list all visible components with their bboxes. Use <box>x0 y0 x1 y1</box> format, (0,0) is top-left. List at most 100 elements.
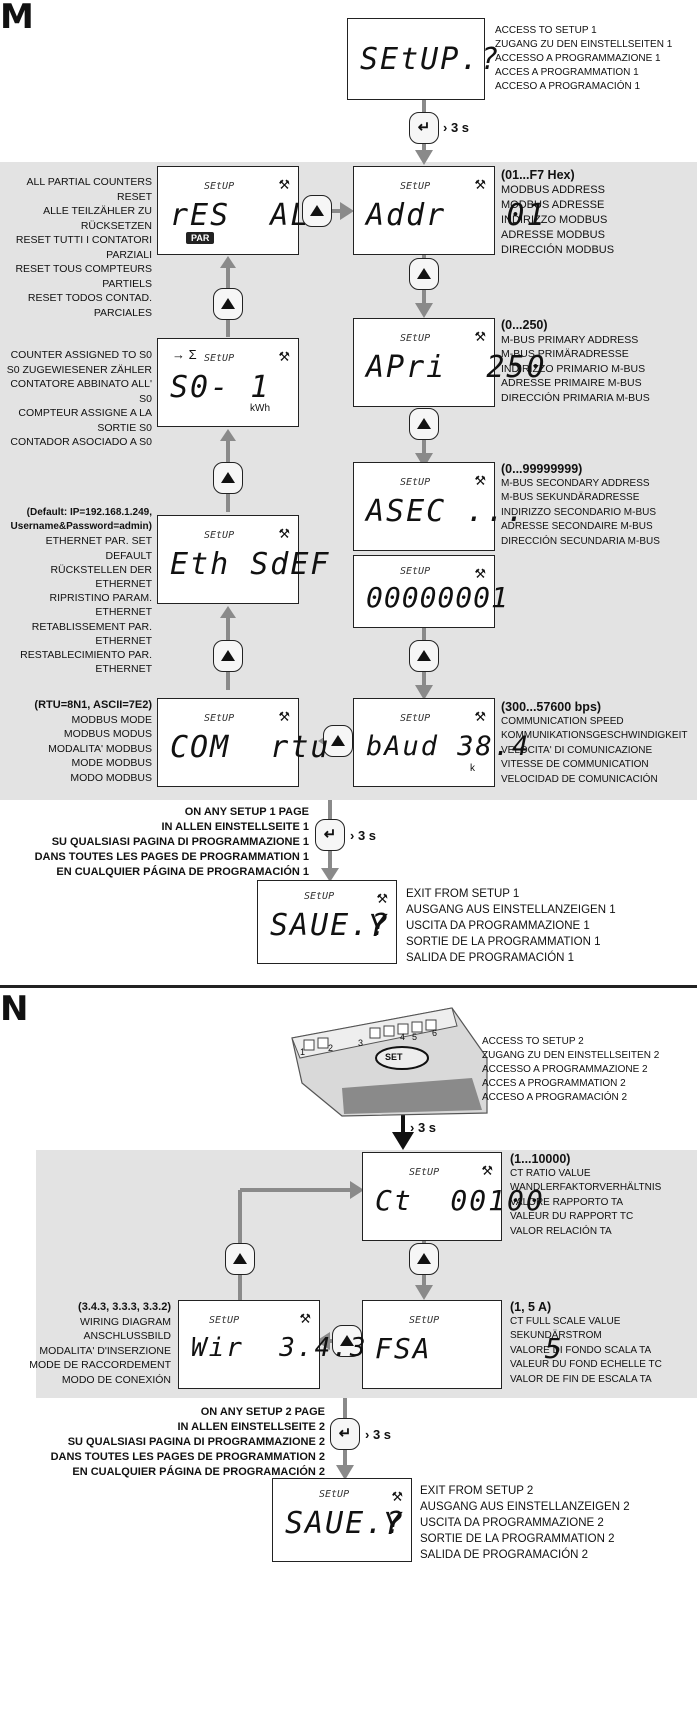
wrench-screwdriver-icon: ⚒ <box>376 891 388 906</box>
up-button[interactable] <box>409 640 439 672</box>
lcd-setup-access: SEtUP.? <box>347 18 501 100</box>
counter-s0-description: COUNTER ASSIGNED TO S0 S0 ZUGEWIESENER Z… <box>0 348 152 450</box>
lcd-caption: SEtUP <box>304 891 335 902</box>
desc-line: USCITA DA PROGRAMMAZIONE 1 <box>406 920 590 932</box>
note-line: EN CUALQUIER PÁGINA DE PROGRAMACIÓN 1 <box>56 866 309 878</box>
blinking-answer: Y <box>367 909 386 944</box>
desc-line: ZUGANG ZU DEN EINSTELLSEITEN 1 <box>495 39 673 50</box>
ct-full-scale-description: (1, 5 A) CT FULL SCALE VALUE SEKUNDÄRSTR… <box>510 1300 662 1387</box>
up-arrow-icon <box>417 418 431 429</box>
up-button[interactable] <box>213 640 243 672</box>
mbus-secondary-description: (0...99999999) M-BUS SECONDARY ADDRESS M… <box>501 462 660 549</box>
any-page-setup2-note: ON ANY SETUP 2 PAGE IN ALLEN EINSTELLSEI… <box>51 1405 325 1480</box>
up-button[interactable] <box>213 288 243 320</box>
up-arrow-icon <box>221 298 235 309</box>
wrench-screwdriver-icon: ⚒ <box>391 1489 403 1504</box>
enter-button[interactable]: ↵ <box>409 112 439 144</box>
desc-line: AUSGANG AUS EINSTELLANZEIGEN 2 <box>420 1501 630 1513</box>
desc-line: SALIDA DE PROGRAMACIÓN 1 <box>406 952 575 964</box>
desc-line: VALEUR DU FOND ECHELLE TC <box>510 1359 662 1370</box>
desc-line: ACCESSO A PROGRAMMAZIONE 1 <box>495 53 661 64</box>
lcd-caption: SEtUP <box>400 713 431 724</box>
lcd-modbus-address: SEtUP ⚒ Addr 01 <box>353 166 545 255</box>
desc-line: CONTADOR ASOCIADO A S0 <box>10 436 152 448</box>
desc-line: ACCES A PROGRAMMATION 2 <box>482 1078 626 1089</box>
desc-line: EXIT FROM SETUP 2 <box>420 1485 534 1497</box>
lcd-mbus-secondary-address: SEtUP ⚒ ASEC ... <box>353 462 525 551</box>
desc-line: VALORE DI FONDO SCALA TA <box>510 1344 652 1356</box>
desc-line: ZUGANG ZU DEN EINSTELLSEITEN 2 <box>482 1050 660 1061</box>
desc-line: VALOR DE FIN DE ESCALA TA <box>510 1373 652 1385</box>
wrench-screwdriver-icon: ⚒ <box>474 709 486 724</box>
desc-line: SORTIE DE LA PROGRAMMATION 2 <box>420 1533 615 1545</box>
lcd-value: Wir 3.4.3 <box>191 1333 368 1363</box>
desc-line: KOMMUNIKATIONSGESCHWINDIGKEIT <box>501 730 688 741</box>
desc-line: M-BUS SECONDARY ADDRESS <box>501 477 650 489</box>
terminal-number: 2 <box>328 1043 334 1053</box>
terminal-number: 4 <box>400 1032 406 1042</box>
up-button[interactable] <box>323 725 353 757</box>
hold-time: › 3 s <box>410 1120 437 1135</box>
desc-line: SALIDA DE PROGRAMACIÓN 2 <box>420 1549 589 1561</box>
lcd-caption: SEtUP <box>400 181 431 192</box>
range-label: (1...10000) <box>510 1152 571 1166</box>
desc-line: RÜCKSTELLEN DER ETHERNET <box>50 563 152 591</box>
up-button[interactable] <box>302 195 332 227</box>
par-badge: PAR <box>186 232 215 244</box>
up-button[interactable] <box>332 1325 362 1357</box>
desc-line: EXIT FROM SETUP 1 <box>406 888 520 900</box>
lcd-caption: SEtUP <box>209 1315 240 1326</box>
lcd-value: COM rtu <box>170 730 331 765</box>
up-button[interactable] <box>409 1243 439 1275</box>
section-divider <box>0 985 697 988</box>
desc-line: VELOCITA' DI COMUNICAZIONE <box>501 744 653 756</box>
wrench-screwdriver-icon: ⚒ <box>474 177 486 192</box>
desc-line: ACCES A PROGRAMMATION 1 <box>495 67 639 78</box>
lcd-value: APri 250 <box>366 350 547 385</box>
desc-line: RESET TODOS CONTAD. PARCIALES <box>27 292 152 319</box>
enter-button[interactable]: ↵ <box>315 819 345 851</box>
up-arrow-icon <box>417 650 431 661</box>
default-label: (Default: IP=192.168.1.249, <box>26 507 152 518</box>
desc-line: M-BUS PRIMARY ADDRESS <box>501 333 639 346</box>
note-line: ON ANY SETUP 1 PAGE <box>184 806 309 818</box>
lcd-caption: SEtUP <box>400 477 431 488</box>
unit-label: k <box>470 763 475 774</box>
unit-label: kWh <box>250 403 270 414</box>
lcd-value: SEtUP.? <box>360 42 501 77</box>
desc-line: ADRESSE MODBUS <box>501 229 605 241</box>
up-arrow-icon <box>221 472 235 483</box>
range-label: (300...57600 bps) <box>501 700 602 714</box>
desc-line: VELOCIDAD DE COMUNICACIÓN <box>501 773 658 785</box>
section-letter-n: N <box>0 989 29 1029</box>
lcd-value: SAUE.? <box>285 1506 406 1541</box>
desc-line: USCITA DA PROGRAMMAZIONE 2 <box>420 1517 604 1529</box>
lcd-modbus-mode: SEtUP ⚒ COM rtu <box>157 698 331 787</box>
up-button[interactable] <box>213 462 243 494</box>
note-line: ON ANY SETUP 2 PAGE <box>200 1406 325 1418</box>
up-arrow-icon <box>310 205 324 216</box>
desc-line: MODE DE RACCORDEMENT <box>29 1359 171 1371</box>
exit-setup2-description: EXIT FROM SETUP 2 AUSGANG AUS EINSTELLAN… <box>420 1483 630 1563</box>
desc-line: M-BUS PRIMÄRADRESSE <box>501 348 629 360</box>
sigma-icon: → Σ <box>172 347 197 362</box>
lcd-value: Ct 00100 <box>375 1184 545 1217</box>
wrench-screwdriver-icon: ⚒ <box>474 473 486 488</box>
enter-button[interactable]: ↵ <box>330 1418 360 1450</box>
desc-line: WANDLERFAKTORVERHÄLTNIS <box>510 1182 662 1193</box>
desc-line: CT RATIO VALUE <box>510 1167 591 1179</box>
note-line: DANS TOUTES LES PAGES DE PROGRAMMATION 2 <box>50 1451 325 1463</box>
desc-line: MODBUS ADRESSE <box>501 199 605 211</box>
up-button[interactable] <box>409 258 439 290</box>
lcd-ct-full-scale: SEtUP FSA 5 <box>362 1300 562 1389</box>
up-arrow-icon <box>417 1253 431 1264</box>
up-button[interactable] <box>225 1243 255 1275</box>
terminal-number: 3 <box>358 1038 364 1048</box>
desc-line: VITESSE DE COMMUNICATION <box>501 759 649 770</box>
desc-line: ADRESSE SECONDAIRE M-BUS <box>501 521 653 532</box>
range-label: (RTU=8N1, ASCII=7E2) <box>34 699 152 711</box>
desc-line: RESET TOUS COMPTEURS PARTIELS <box>15 263 152 290</box>
up-button[interactable] <box>409 408 439 440</box>
lcd-save-setup2: SEtUP ⚒ SAUE.? Y <box>272 1478 412 1562</box>
desc-line: WIRING DIAGRAM <box>80 1315 171 1328</box>
